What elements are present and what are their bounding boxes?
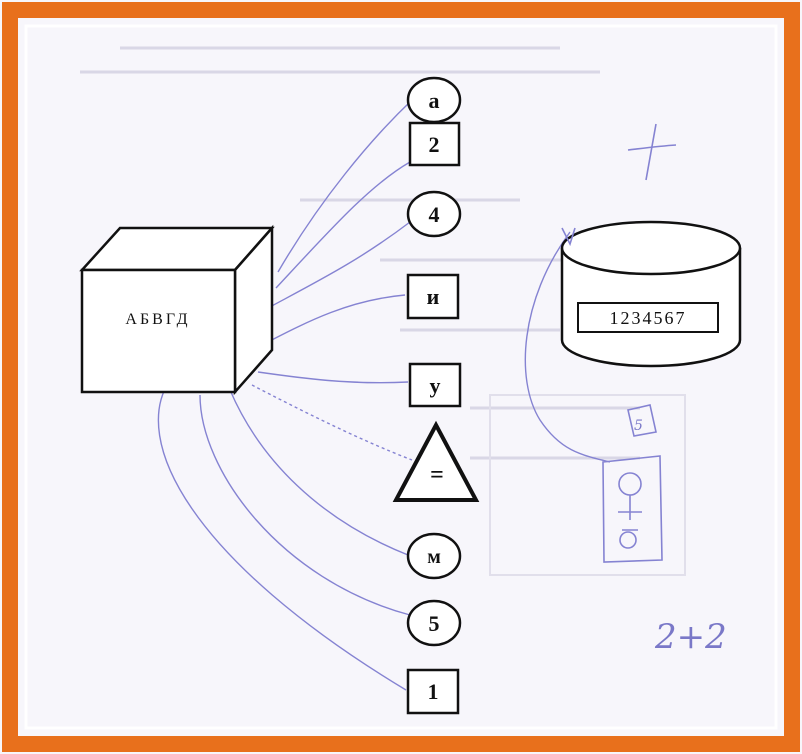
square-shape — [406, 668, 460, 715]
cylinder-top — [560, 220, 742, 276]
cube-box: АБВГД — [79, 224, 275, 396]
circle-shape — [406, 190, 462, 238]
hand-drawn-connections — [157, 99, 611, 691]
inner-frame — [24, 24, 778, 730]
square-shape — [406, 273, 460, 320]
cross-mark — [627, 144, 677, 151]
handwritten-score: 2+2 — [654, 617, 727, 657]
figure-body — [618, 495, 642, 531]
connection-line — [524, 231, 611, 463]
connection-line — [277, 99, 413, 273]
symbol-label: а — [429, 88, 440, 113]
circle-shape — [406, 532, 462, 580]
connection-line — [199, 394, 411, 616]
drum-label: 1234567 — [610, 308, 687, 328]
cylinder-drum: 1234567 — [560, 220, 742, 368]
cross-mark — [645, 123, 657, 181]
symbol-circle-4: 4 — [406, 190, 462, 238]
symbol-circle-5: 5 — [406, 599, 462, 647]
faint-table — [489, 394, 686, 576]
symbol-label: 2 — [429, 132, 440, 157]
connection-line — [275, 161, 411, 289]
symbol-circle-m: м — [406, 532, 462, 580]
drum-label-box — [577, 302, 719, 333]
check-mark — [561, 227, 576, 247]
symbol-square-u: у — [408, 362, 462, 408]
symbol-column: а 2 4 и у = м 5 — [392, 76, 480, 715]
square-shape — [408, 362, 462, 408]
connection-line — [229, 389, 409, 556]
box-mark — [627, 404, 657, 437]
symbol-label: 4 — [429, 202, 440, 227]
symbol-square-i: и — [406, 273, 460, 320]
symbol-label: у — [430, 373, 441, 398]
cube-front-face — [80, 268, 237, 394]
symbol-label: м — [427, 546, 441, 568]
symbol-label: 1 — [428, 679, 439, 704]
connection-line — [251, 384, 413, 461]
box-mark-text: 5 — [634, 418, 643, 434]
cube-label: АБВГД — [125, 311, 190, 328]
symbol-square-2: 2 — [408, 121, 461, 167]
symbol-square-1: 1 — [406, 668, 460, 715]
symbol-circle-a: а — [406, 76, 462, 124]
connection-line — [261, 294, 406, 346]
figure-circle — [619, 531, 637, 549]
connection-line — [257, 371, 409, 384]
connection-line — [157, 379, 407, 691]
faint-background-lines — [80, 46, 640, 460]
symbol-label: и — [427, 284, 440, 309]
symbol-label: 5 — [429, 611, 440, 636]
symbol-triangle-equals: = — [392, 420, 480, 502]
square-shape — [408, 121, 461, 167]
circle-shape — [406, 599, 462, 647]
handwritten-marks — [561, 123, 677, 563]
symbol-label: = — [430, 462, 444, 488]
triangle-shape — [392, 420, 480, 502]
connection-line — [267, 221, 411, 309]
figure-box — [602, 455, 663, 563]
